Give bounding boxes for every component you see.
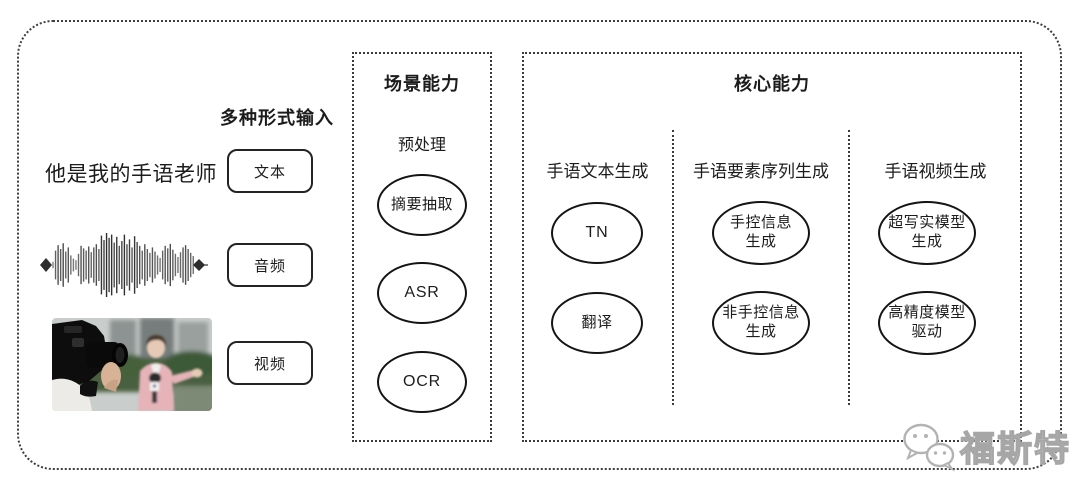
preprocess-label: 预处理 bbox=[397, 137, 446, 154]
column-header-text-generation: 手语文本生成 bbox=[546, 162, 649, 181]
audio-waveform-icon bbox=[38, 230, 208, 300]
node-manual-info-generation: 手控信息 生成 bbox=[712, 201, 810, 265]
column-divider bbox=[848, 130, 850, 405]
node-ocr: OCR bbox=[377, 351, 467, 413]
text-tag-label: 文本 bbox=[253, 163, 286, 181]
wechat-bubbles-icon bbox=[903, 423, 955, 472]
node-translation: 翻译 bbox=[551, 292, 643, 354]
node-summary-extraction: 摘要抽取 bbox=[377, 174, 467, 236]
audio-input-tag: 音频 bbox=[227, 243, 313, 287]
video-input-tag: 视频 bbox=[227, 341, 313, 385]
watermark: 福斯特 bbox=[900, 420, 1071, 472]
column-header-element-sequence-generation: 手语要素序列生成 bbox=[693, 162, 829, 181]
node-tn: TN bbox=[551, 202, 643, 264]
watermark-text: 福斯特 bbox=[959, 429, 1072, 469]
diagram-outer-border bbox=[17, 20, 1062, 470]
text-input-sample: 他是我的手语老师 bbox=[45, 163, 217, 186]
video-tag-label: 视频 bbox=[253, 355, 286, 373]
core-capability-box bbox=[522, 52, 1022, 442]
input-section-label: 多种形式输入 bbox=[220, 108, 334, 128]
scene-capability-box bbox=[352, 52, 492, 442]
column-divider bbox=[672, 130, 674, 405]
node-asr: ASR bbox=[377, 262, 467, 324]
audio-tag-label: 音频 bbox=[253, 257, 286, 275]
video-input-thumbnail bbox=[52, 318, 212, 411]
column-header-video-generation: 手语视频生成 bbox=[884, 162, 987, 181]
node-non-manual-info-generation: 非手控信息 生成 bbox=[712, 291, 810, 355]
core-capability-title: 核心能力 bbox=[734, 74, 810, 94]
node-hyperrealistic-model-generation: 超写实模型 生成 bbox=[878, 201, 976, 265]
scene-capability-title: 场景能力 bbox=[384, 74, 460, 94]
reporter-photo-illustration bbox=[52, 318, 212, 411]
node-high-precision-model-driving: 高精度模型 驱动 bbox=[878, 291, 976, 355]
text-input-tag: 文本 bbox=[227, 149, 313, 193]
